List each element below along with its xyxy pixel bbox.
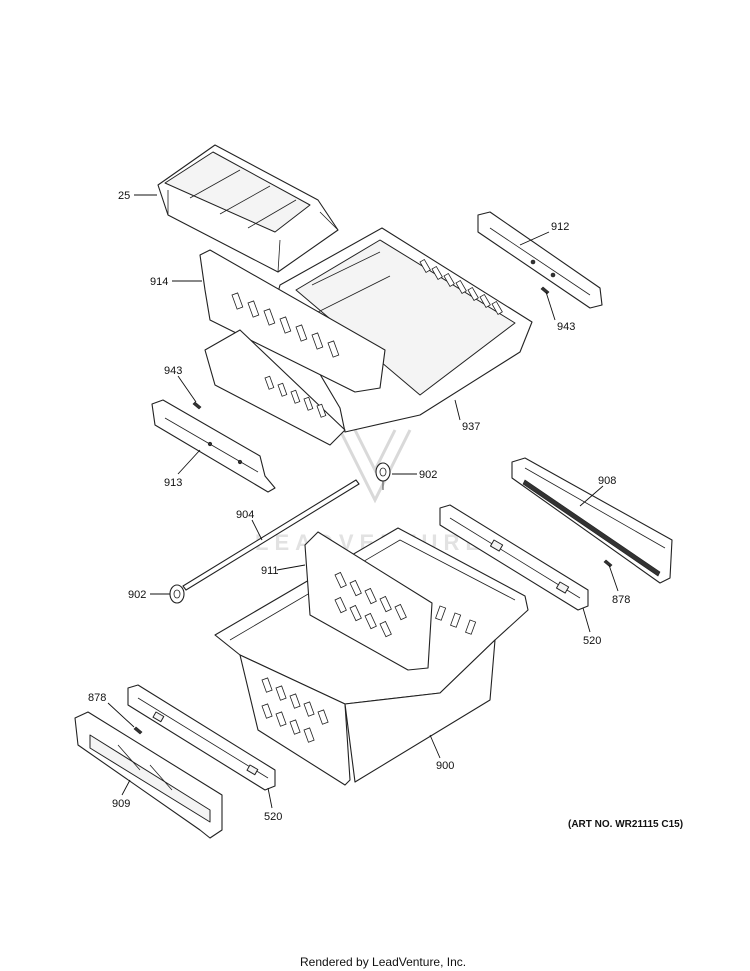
callout-911: 911 — [261, 565, 279, 577]
part-520-right-slide[interactable] — [439, 504, 589, 611]
divider-914-slots — [231, 292, 340, 358]
callout-25: 25 — [118, 190, 130, 202]
callout-904: 904 — [236, 509, 254, 521]
callout-878-left: 878 — [88, 692, 106, 704]
callout-902-upper: 902 — [419, 469, 437, 481]
part-911-basket-divider[interactable] — [304, 531, 433, 671]
leader-lines — [107, 194, 619, 809]
leadventure-watermark: LEADVENTURE — [255, 429, 480, 555]
part-943-screw-upper[interactable] — [540, 286, 550, 295]
callout-902-lower: 902 — [128, 589, 146, 601]
callout-914: 914 — [150, 276, 168, 288]
callout-909: 909 — [112, 798, 130, 810]
upper-drawer-tray — [204, 329, 346, 446]
basket-900-slots — [261, 605, 477, 743]
callout-878-right: 878 — [612, 594, 630, 606]
callout-937: 937 — [462, 421, 480, 433]
part-909-left-rack-rail[interactable] — [74, 711, 223, 839]
callout-943-right: 943 — [557, 321, 575, 333]
part-913-left-rail[interactable] — [151, 399, 276, 493]
callout-520-left: 520 — [264, 811, 282, 823]
part-904-shaft[interactable] — [182, 479, 360, 591]
callout-900: 900 — [436, 760, 454, 772]
divider-911-slots — [334, 571, 407, 638]
part-912-right-rail[interactable] — [477, 211, 603, 309]
footer-credit: Rendered by LeadVenture, Inc. — [300, 955, 466, 969]
art-number: (ART NO. WR21115 C15) — [568, 819, 683, 830]
part-902-gear-lower[interactable] — [169, 584, 185, 604]
callout-908: 908 — [598, 475, 616, 487]
callout-labels: 25 914 912 943 943 937 913 902 908 904 9… — [88, 190, 630, 823]
part-25-ice-bin[interactable] — [157, 144, 339, 273]
callout-520-right: 520 — [583, 635, 601, 647]
tray-slots — [264, 375, 327, 418]
part-902-gear-upper[interactable] — [375, 462, 391, 490]
part-878-screw-left[interactable] — [133, 726, 143, 735]
part-908-right-rack-rail[interactable] — [511, 457, 673, 584]
part-914-divider[interactable] — [199, 249, 386, 393]
callout-913: 913 — [164, 477, 182, 489]
drawer-937-slots — [419, 258, 503, 315]
callout-912: 912 — [551, 221, 569, 233]
part-520-left-slide[interactable] — [127, 684, 276, 791]
callout-943-left: 943 — [164, 365, 182, 377]
part-878-screw-right[interactable] — [603, 559, 613, 568]
part-943-screw-lower[interactable] — [192, 401, 202, 410]
